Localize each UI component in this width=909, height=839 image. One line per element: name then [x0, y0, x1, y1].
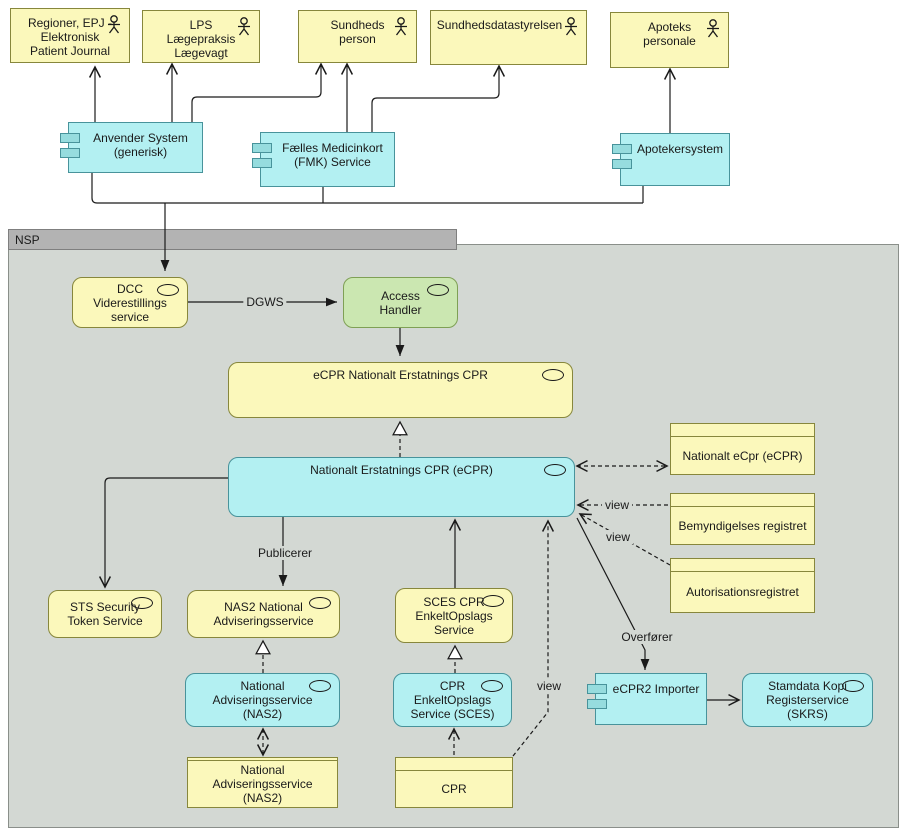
- edge-label-view-3: view: [533, 679, 565, 693]
- node-lps[interactable]: LPS Lægepraksis Lægevagt: [142, 10, 260, 63]
- node-label: Nationalt Erstatnings CPR (eCPR): [310, 463, 493, 477]
- node-label: Fælles Medicinkort (FMK) Service: [282, 141, 383, 169]
- node-label: CPR: [441, 782, 467, 796]
- service-icon: [309, 680, 331, 692]
- node-label: Bemyndigelses registret: [678, 518, 807, 533]
- node-label: NAS2 National Adviseringsservice: [213, 600, 314, 628]
- service-icon: [131, 597, 153, 609]
- node-label: Apoteks personale: [643, 20, 696, 48]
- node-regioner-epj[interactable]: Regioner, EPJ - Elektronisk Patient Jour…: [10, 8, 130, 63]
- node-label: Access Handler: [379, 288, 422, 317]
- node-label: STS Security Token Service: [67, 600, 143, 628]
- node-sundhedsperson[interactable]: Sundheds person: [298, 10, 417, 63]
- node-label: Autorisationsregistret: [686, 585, 799, 599]
- service-icon: [157, 284, 179, 296]
- node-anvender-system[interactable]: Anvender System (generisk): [60, 122, 203, 173]
- service-icon: [544, 464, 566, 476]
- object-header: [188, 758, 337, 761]
- node-cpr-object[interactable]: CPR: [395, 757, 513, 808]
- node-sundhedsdatastyrelsen[interactable]: Sundhedsdatastyrelsen: [430, 10, 587, 65]
- node-apoteks-personale[interactable]: Apoteks personale: [610, 12, 729, 68]
- service-icon: [427, 284, 449, 296]
- component-icon: [60, 133, 80, 163]
- node-apotekersystem[interactable]: Apotekersystem: [612, 133, 730, 186]
- service-icon: [542, 369, 564, 381]
- node-label: Sundhedsdatastyrelsen: [436, 18, 563, 32]
- edge-label-view-2: view: [602, 530, 634, 544]
- component-icon: [587, 684, 607, 714]
- node-autorisationsregistret[interactable]: Autorisationsregistret: [670, 558, 815, 613]
- node-label: Nationalt eCpr (eCPR): [682, 448, 803, 463]
- object-header: [396, 758, 512, 771]
- node-nationalt-ecpr-object[interactable]: Nationalt eCpr (eCPR): [670, 423, 815, 475]
- node-stamdata-kopi-registerservice-skrs[interactable]: Stamdata Kopi Registerservice (SKRS): [742, 673, 873, 727]
- node-label: LPS Lægepraksis Lægevagt: [166, 18, 236, 60]
- node-national-adviseringsservice-nas2-object[interactable]: National Adviseringsservice (NAS2): [187, 757, 338, 808]
- node-nationalt-erstatnings-cpr-ecpr[interactable]: Nationalt Erstatnings CPR (eCPR): [228, 457, 575, 517]
- node-label: Stamdata Kopi Registerservice (SKRS): [766, 679, 849, 721]
- actor-icon: [238, 17, 250, 36]
- edge-label-view-1: view: [601, 498, 633, 512]
- node-label: DCC Viderestillings service: [93, 281, 167, 324]
- node-fmk-service[interactable]: Fælles Medicinkort (FMK) Service: [252, 132, 395, 187]
- node-sts-security-token-service[interactable]: STS Security Token Service: [48, 590, 162, 638]
- edge-label-publicerer: Publicerer: [254, 546, 316, 560]
- nsp-container-titlebar[interactable]: NSP: [8, 229, 457, 250]
- object-header: [671, 494, 814, 507]
- node-ecpr2-importer[interactable]: eCPR2 Importer: [587, 673, 707, 725]
- service-icon: [482, 595, 504, 607]
- actor-icon: [565, 17, 577, 36]
- service-icon: [842, 680, 864, 692]
- service-icon: [481, 680, 503, 692]
- actor-icon: [108, 15, 120, 34]
- node-nas2-national-adviseringsservice[interactable]: NAS2 National Adviseringsservice: [187, 590, 340, 638]
- node-dcc-viderestillingsservice[interactable]: DCC Viderestillings service: [72, 277, 188, 328]
- node-label: Sundheds person: [330, 18, 385, 46]
- actor-icon: [707, 19, 719, 38]
- node-label: Anvender System (generisk): [93, 131, 188, 159]
- node-label: Apotekersystem: [636, 142, 724, 156]
- node-cpr-enkeltopslags-service-sces[interactable]: CPR EnkeltOpslags Service (SCES): [393, 673, 512, 727]
- edge-label-dgws: DGWS: [243, 295, 287, 309]
- node-label: CPR EnkeltOpslags Service (SCES): [410, 679, 495, 721]
- object-header: [671, 424, 814, 437]
- node-ecpr-nationalt-erstatnings-cpr-service[interactable]: eCPR Nationalt Erstatnings CPR: [228, 362, 573, 418]
- node-label: SCES CPR EnkeltOpslags Service: [415, 594, 493, 637]
- nsp-container-label: NSP: [15, 232, 40, 247]
- node-label: National Adviseringsservice (NAS2): [212, 763, 313, 805]
- object-header: [671, 559, 814, 572]
- component-icon: [252, 143, 272, 173]
- node-bemyndigelses-registret[interactable]: Bemyndigelses registret: [670, 493, 815, 545]
- node-sces-cpr-enkeltopslags-service[interactable]: SCES CPR EnkeltOpslags Service: [395, 588, 513, 643]
- node-national-adviseringsservice-nas2[interactable]: National Adviseringsservice (NAS2): [185, 673, 340, 727]
- actor-icon: [395, 17, 407, 36]
- node-label: National Adviseringsservice (NAS2): [212, 679, 313, 721]
- node-access-handler[interactable]: Access Handler: [343, 277, 458, 328]
- edge-label-overfoerer: Overfører: [618, 630, 676, 644]
- node-label: eCPR2 Importer: [612, 682, 700, 696]
- service-icon: [309, 597, 331, 609]
- node-label: eCPR Nationalt Erstatnings CPR: [313, 368, 488, 382]
- node-label: Regioner, EPJ - Elektronisk Patient Jour…: [27, 16, 113, 58]
- component-icon: [612, 144, 632, 174]
